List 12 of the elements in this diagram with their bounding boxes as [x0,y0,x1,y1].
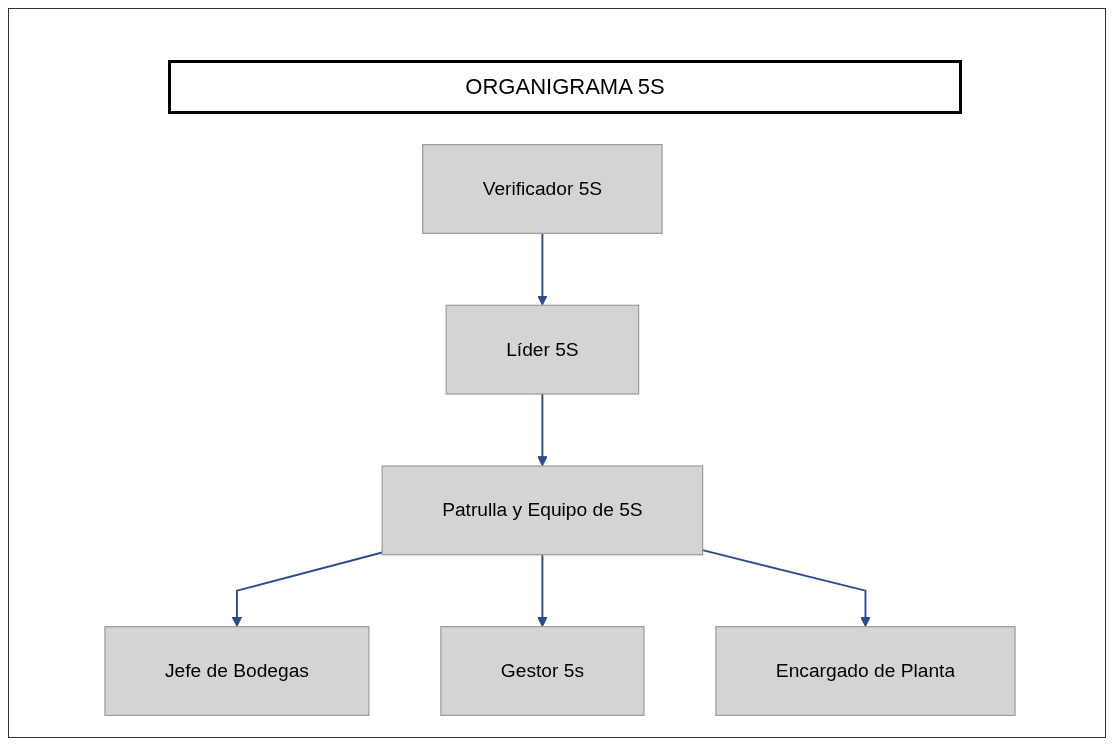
arrow [537,393,548,467]
arrow [231,551,384,628]
arrow [537,553,548,628]
arrow [537,232,548,306]
node-box: Jefe de Bodegas [104,626,370,716]
node-box: Encargado de Planta [715,626,1016,716]
node-box: Gestor 5s [440,626,645,716]
arrow [701,549,871,628]
node-box: Líder 5S [445,304,640,395]
diagram-title: ORGANIGRAMA 5S [168,60,962,114]
node-box: Patrulla y Equipo de 5S [381,465,704,556]
node-box: Verificador 5S [422,144,663,234]
